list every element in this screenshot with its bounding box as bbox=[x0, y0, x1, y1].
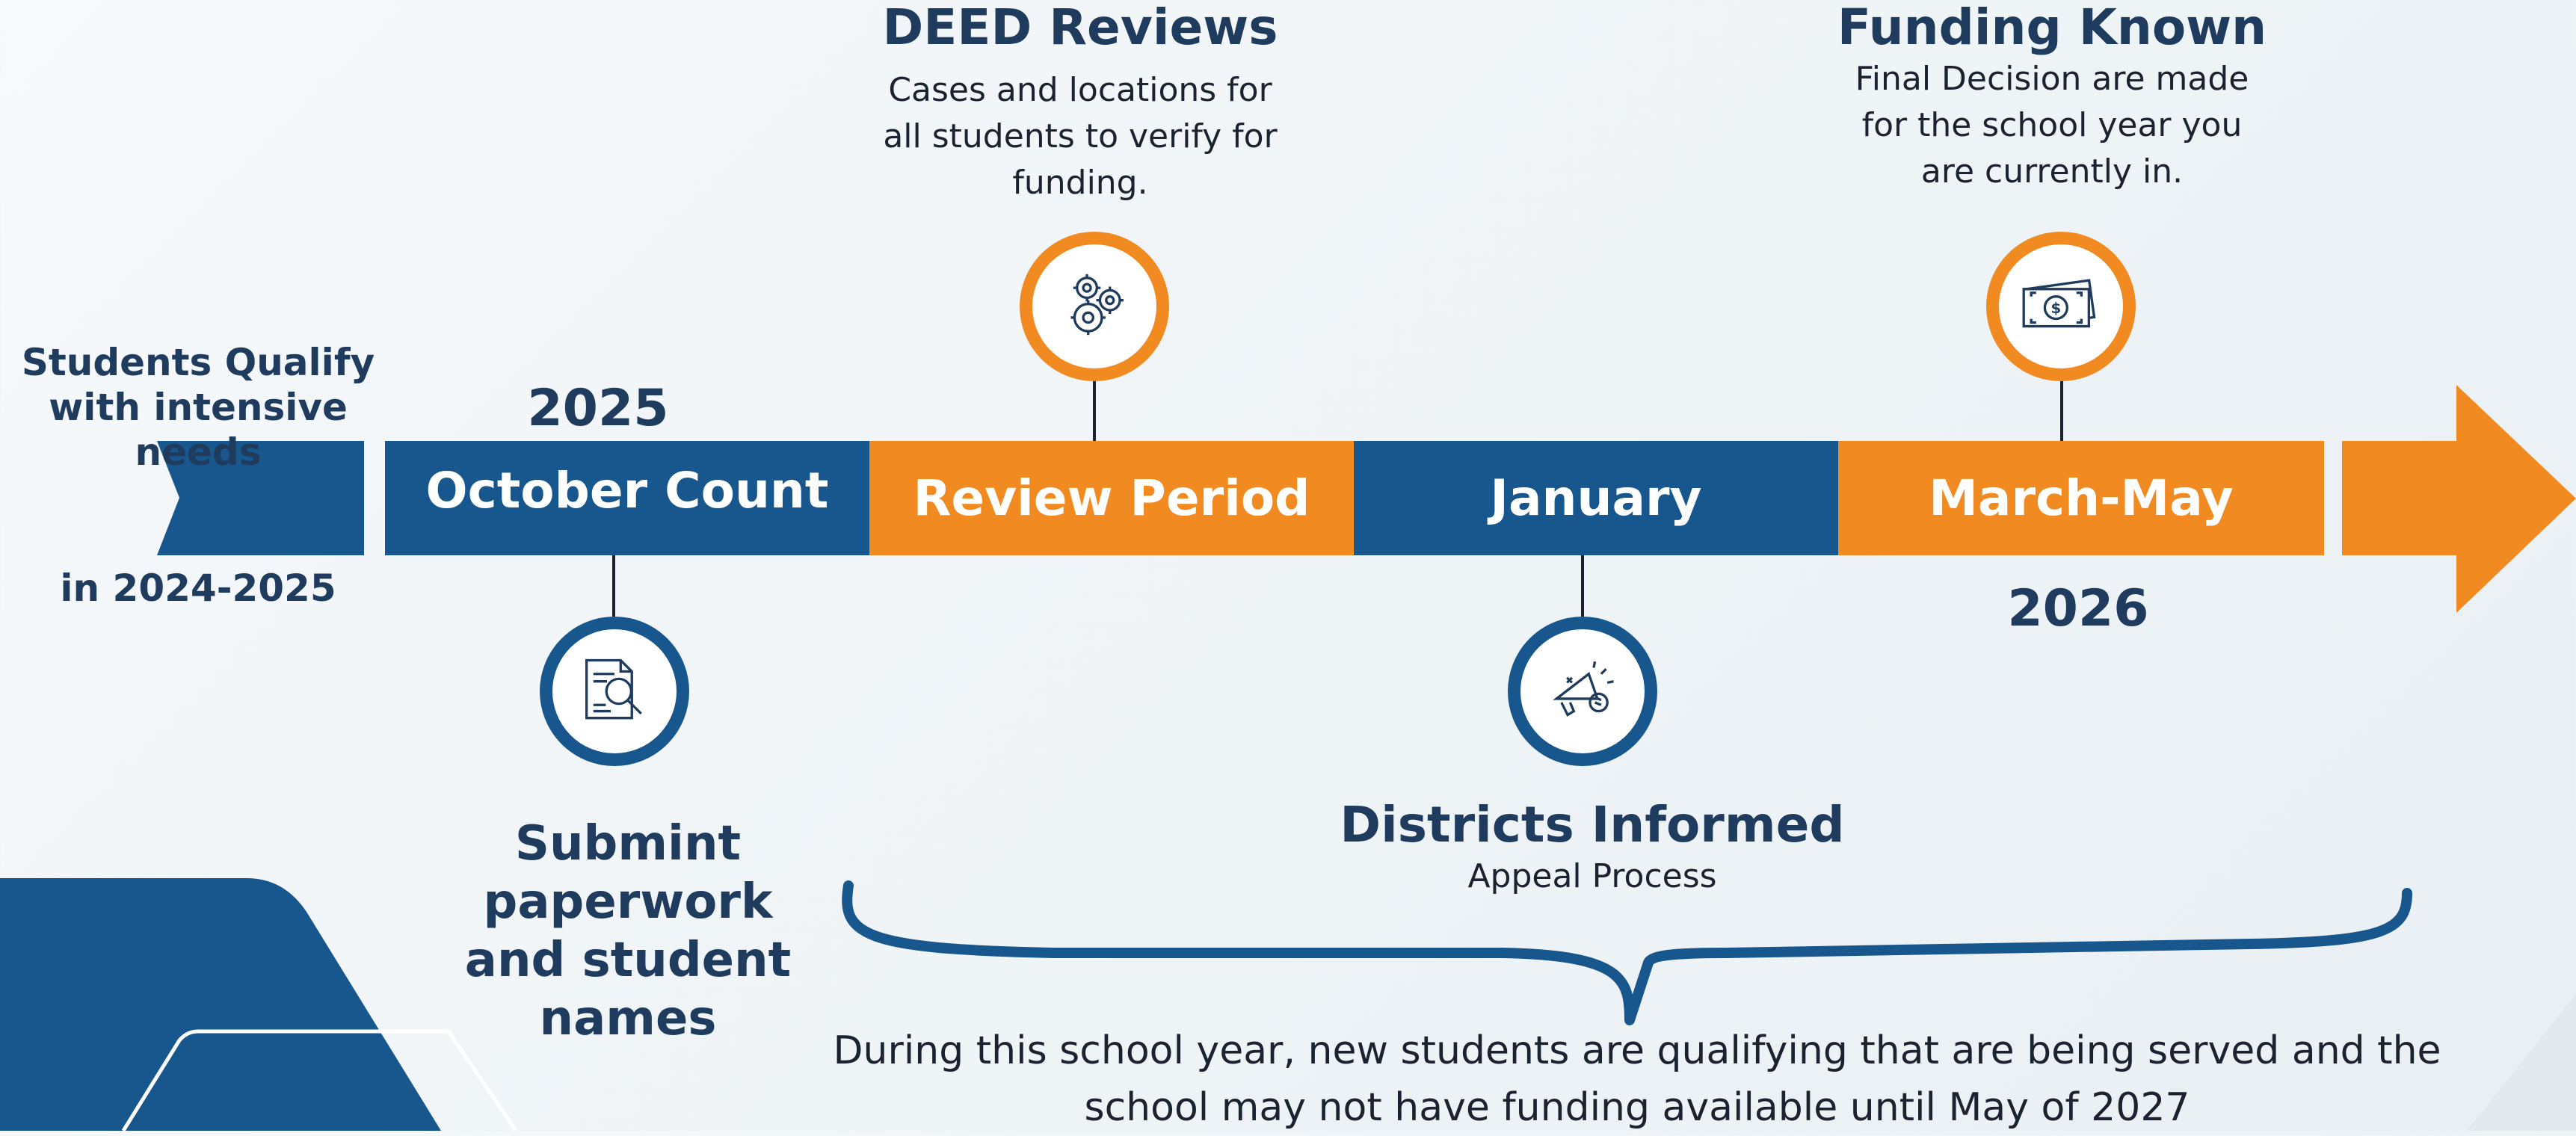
timeline-segment-october-count: October Count bbox=[385, 441, 869, 555]
students-qualify-label: Students Qualify with intensive needs bbox=[21, 341, 375, 474]
timeline-segment-march-may: March-May bbox=[1838, 441, 2324, 555]
funding-known-description: Final Decision are made for the school y… bbox=[1855, 60, 2249, 191]
megaphone-icon bbox=[1553, 661, 1614, 717]
start-chevron bbox=[157, 441, 364, 555]
timeline-segment-january: January bbox=[1354, 441, 1838, 555]
money-icon: $ bbox=[2022, 279, 2096, 328]
connector-submit bbox=[612, 555, 615, 617]
gears-icon bbox=[1070, 274, 1124, 336]
appeal-process-label: Appeal Process bbox=[1467, 857, 1717, 895]
connector-districts bbox=[1581, 555, 1584, 617]
submit-paperwork-title: Submint paperwork and student names bbox=[464, 816, 792, 1046]
funding-known-title: Funding Known bbox=[1837, 0, 2267, 56]
footer-note: During this school year, new students ar… bbox=[833, 1028, 2441, 1130]
svg-text:$: $ bbox=[2050, 300, 2061, 317]
segment-label: March-May bbox=[1929, 469, 2234, 527]
segment-label: October Count bbox=[425, 462, 829, 519]
funding-known-node: $ bbox=[1986, 232, 2136, 381]
deed-reviews-title: DEED Reviews bbox=[882, 0, 1278, 56]
deed-reviews-node bbox=[1020, 232, 1169, 381]
segment-label: January bbox=[1490, 469, 1702, 527]
year-start-label: 2025 bbox=[527, 379, 669, 438]
connector-funding bbox=[2060, 381, 2063, 441]
year-end-label: 2026 bbox=[2007, 579, 2149, 638]
submit-paperwork-node bbox=[540, 617, 689, 766]
districts-informed-node bbox=[1508, 617, 1657, 766]
timeline-segment-review-period: Review Period bbox=[869, 441, 1354, 555]
districts-informed-title: Districts Informed bbox=[1340, 796, 1845, 853]
school-year-label: in 2024-2025 bbox=[60, 567, 336, 610]
segment-label: Review Period bbox=[913, 469, 1310, 527]
connector-deed bbox=[1093, 381, 1096, 441]
bracket-icon bbox=[842, 880, 2412, 1025]
deed-reviews-description: Cases and locations for all students to … bbox=[883, 71, 1278, 202]
timeline-arrow-icon bbox=[2342, 385, 2576, 613]
document-search-icon bbox=[585, 658, 642, 720]
